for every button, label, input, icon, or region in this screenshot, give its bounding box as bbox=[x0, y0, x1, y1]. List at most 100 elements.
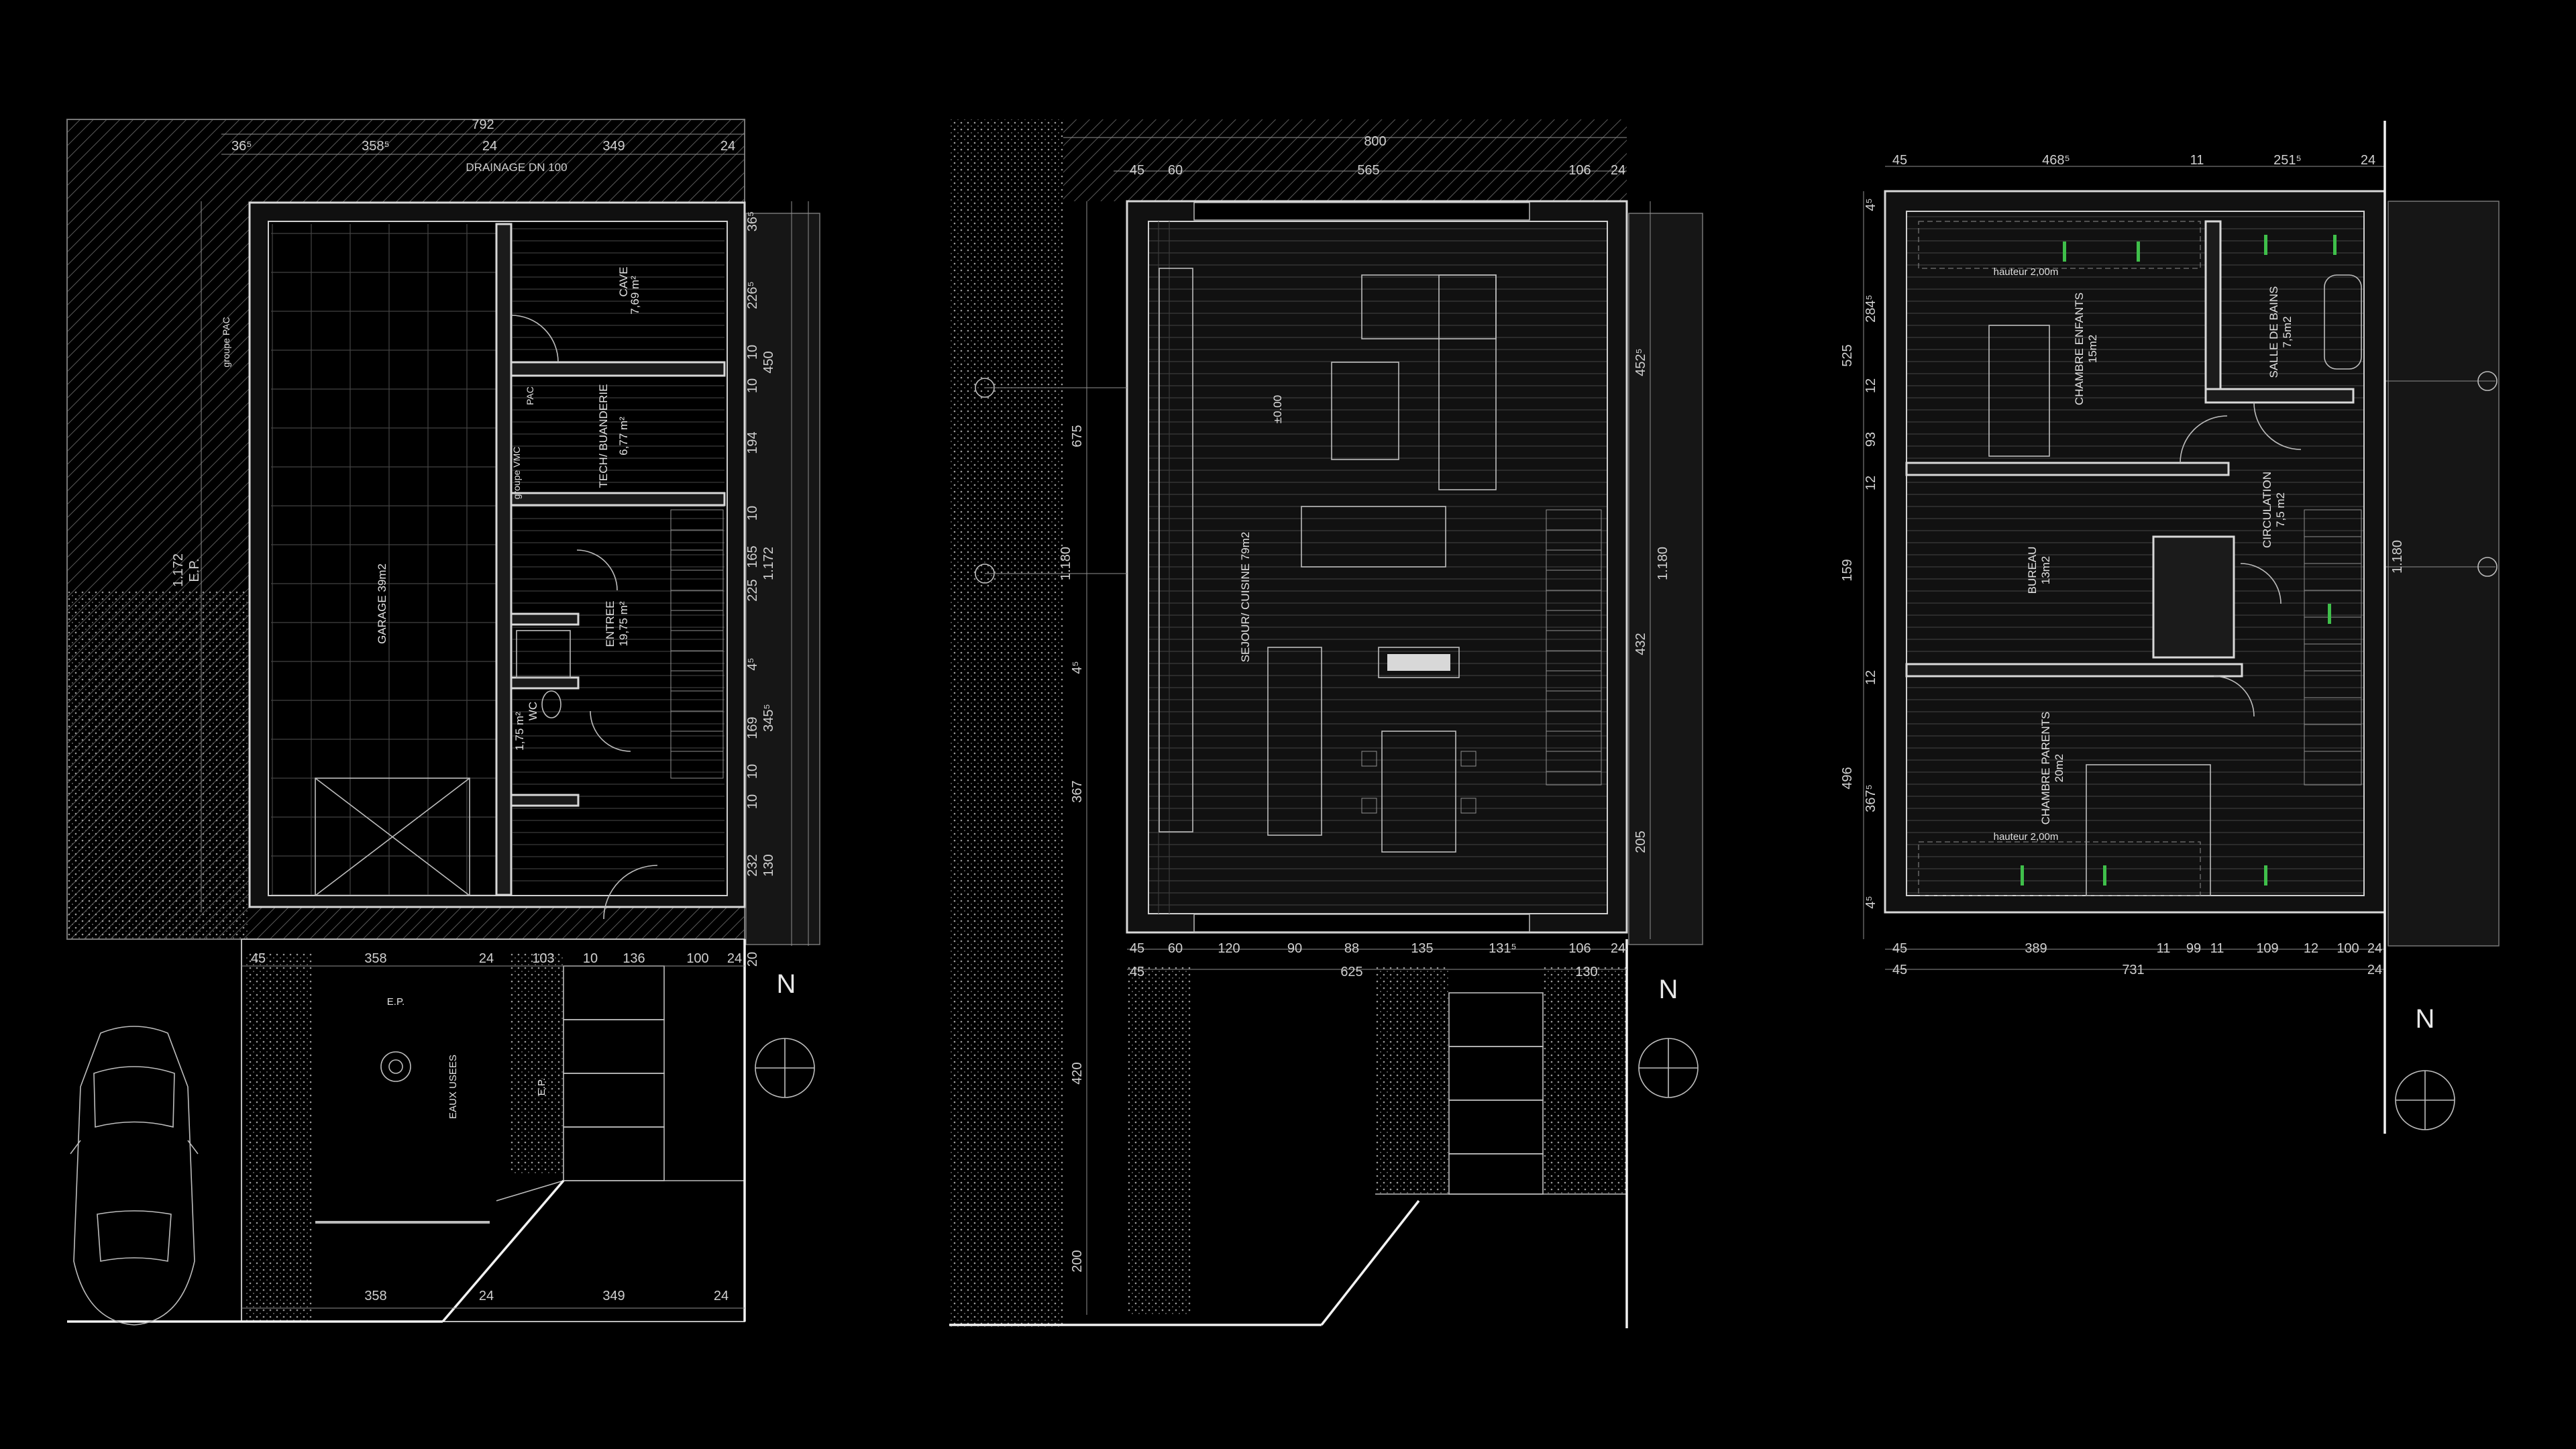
dim-label: 12 bbox=[2304, 941, 2318, 956]
dim-label: 10 bbox=[745, 794, 760, 809]
dim-label: 100 bbox=[686, 951, 708, 966]
dim-label: 20 bbox=[745, 952, 760, 967]
dim-label: 24 bbox=[2361, 153, 2375, 168]
dim-label: 358⁵ bbox=[362, 139, 390, 154]
dim-label: 12 bbox=[1864, 670, 1878, 685]
dim-label: 99 bbox=[2186, 941, 2201, 956]
room-label-wc: WC bbox=[527, 702, 539, 720]
dim-label: 159 bbox=[1840, 559, 1855, 581]
dim-label: 60 bbox=[1168, 941, 1183, 956]
room-area-sdb: 7,5m2 bbox=[2281, 316, 2294, 347]
dim-label: 452⁵ bbox=[1633, 348, 1648, 376]
dim-label: 24 bbox=[720, 139, 735, 154]
dim-label: 10 bbox=[745, 345, 760, 360]
dim-label: 106 bbox=[1568, 163, 1591, 178]
ep-label: E.P. bbox=[387, 996, 405, 1008]
dim-label: 349 bbox=[602, 1289, 625, 1303]
dim-label: 45 bbox=[1130, 941, 1144, 956]
dim-label: 450 bbox=[761, 351, 776, 373]
dim-label: 24 bbox=[727, 951, 742, 966]
dim-label: 36⁵ bbox=[745, 211, 760, 232]
dim-label: 284⁵ bbox=[1864, 294, 1878, 323]
dim-label: 135 bbox=[1411, 941, 1433, 956]
dim-label: 10 bbox=[745, 378, 760, 393]
fireplace bbox=[1378, 647, 1460, 678]
dim-label: 358 bbox=[364, 951, 386, 966]
dim-label: 226⁵ bbox=[745, 281, 760, 309]
dim-label: 4⁵ bbox=[1864, 896, 1878, 908]
dim-label: 349 bbox=[602, 139, 625, 154]
north-label: N bbox=[1659, 975, 1678, 1004]
gravel-strip bbox=[67, 590, 248, 939]
dim-label: 45 bbox=[1130, 965, 1144, 979]
dim-label: 12 bbox=[1864, 476, 1878, 490]
room-label-sejour: SEJOUR/ CUISINE 79m2 bbox=[1239, 532, 1252, 663]
dim-label: 432 bbox=[1633, 633, 1648, 655]
dim-label: 45 bbox=[1130, 163, 1144, 178]
bathtub-icon bbox=[2324, 274, 2362, 370]
kitchen-counter bbox=[1159, 268, 1193, 833]
plan-ground-labels: 792 36⁵ 358⁵ 24 349 24 DRAINAGE DN 100 1… bbox=[171, 117, 796, 1303]
ep2-label: E.P. bbox=[536, 1078, 547, 1095]
room-area-wc: 1,75 m² bbox=[513, 712, 526, 751]
wc-icon bbox=[541, 690, 561, 718]
stair-living bbox=[1546, 509, 1602, 786]
plan-living-labels: 800 45 60 565 106 24 675 1.180 4⁵ 367 42… bbox=[1059, 134, 1678, 1273]
dim-label: 24 bbox=[714, 1289, 729, 1303]
dim-label: 10 bbox=[745, 764, 760, 779]
room-label-chambre-enfants: CHAMBRE ENFANTS bbox=[2073, 292, 2086, 405]
plan-living-floor bbox=[949, 119, 1703, 1328]
room-label-tech: TECH/ BUANDERIE bbox=[597, 384, 610, 488]
dim-total-width: 792 bbox=[472, 117, 494, 132]
dim-label: 232 bbox=[745, 854, 760, 876]
height-note-bottom: hauteur 2,00m bbox=[1994, 831, 2059, 843]
dim-label: 90 bbox=[1287, 941, 1302, 956]
garage-floor-tiles bbox=[271, 224, 499, 895]
dim-label: 93 bbox=[1864, 432, 1878, 447]
room-label-garage: GARAGE 39m2 bbox=[376, 564, 388, 644]
room-label-bureau: BUREAU bbox=[2026, 547, 2039, 594]
dim-label: E.P. bbox=[187, 558, 202, 582]
dim-label: 169 bbox=[745, 716, 760, 739]
dim-label: 496 bbox=[1840, 767, 1855, 789]
dim-label: 120 bbox=[1218, 941, 1240, 956]
room-area-cave: 7,69 m² bbox=[629, 276, 641, 315]
eaux-usees-label: EAUX USEES bbox=[447, 1055, 459, 1119]
garage-door-frame bbox=[315, 777, 470, 896]
dim-label: 1.180 bbox=[1656, 547, 1670, 580]
plan-ground-floor bbox=[66, 119, 820, 1326]
north-label: N bbox=[777, 969, 796, 999]
dim-label: 11 bbox=[2190, 153, 2204, 168]
dim-label: 525 bbox=[1840, 344, 1855, 366]
dim-label: 4⁵ bbox=[1070, 661, 1085, 674]
room-area-tech: 6,77 m² bbox=[617, 417, 630, 455]
plan-upper-labels: 45 468⁵ 11 251⁵ 24 4⁵ 525 284⁵ 12 93 12 … bbox=[1840, 153, 2434, 1034]
dim-label: 24 bbox=[1611, 941, 1625, 956]
dim-label: 367⁵ bbox=[1864, 784, 1878, 812]
dim-label: 24 bbox=[479, 1289, 494, 1303]
level-label: ±0.00 bbox=[1271, 395, 1284, 423]
drainage-label: DRAINAGE DN 100 bbox=[466, 161, 567, 174]
dim-label: 389 bbox=[2025, 941, 2047, 956]
dim-label: 225 bbox=[745, 579, 760, 601]
dim-label: 45 bbox=[1892, 153, 1907, 168]
dim-label: 625 bbox=[1340, 965, 1362, 979]
dim-label: 11 bbox=[2157, 941, 2171, 956]
dim-label: 800 bbox=[1364, 134, 1386, 149]
wall-garage bbox=[495, 223, 513, 896]
dim-label: 24 bbox=[1611, 163, 1625, 178]
dotted-strip-left bbox=[949, 119, 1063, 1327]
dim-label: 4⁵ bbox=[745, 657, 760, 670]
dim-label: 103 bbox=[532, 951, 554, 966]
dim-label: 12 bbox=[1864, 378, 1878, 393]
dim-label: 45 bbox=[1892, 963, 1907, 977]
stair-ground bbox=[670, 509, 724, 779]
pac-label: groupe PAC bbox=[221, 317, 231, 367]
dim-label: 675 bbox=[1070, 425, 1085, 447]
dim-label: 1.180 bbox=[2390, 540, 2405, 574]
room-label-entree: ENTREE bbox=[604, 601, 616, 647]
room-label-sdb: SALLE DE BAINS bbox=[2267, 286, 2280, 378]
dim-label: 10 bbox=[745, 506, 760, 521]
dim-label: 136 bbox=[623, 951, 645, 966]
